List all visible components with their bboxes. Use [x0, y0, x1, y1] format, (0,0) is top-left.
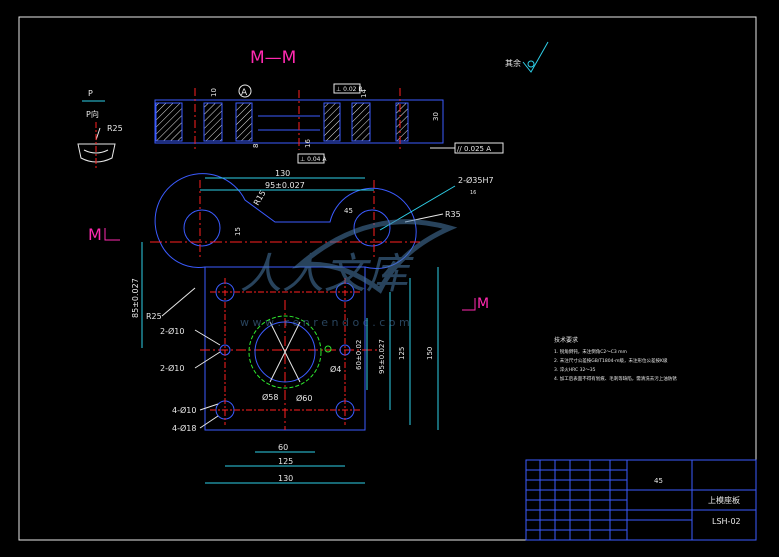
- svg-text:130: 130: [275, 169, 290, 178]
- section-title: M—M: [250, 48, 296, 68]
- svg-text:P: P: [88, 89, 93, 98]
- svg-text:95±0.027: 95±0.027: [378, 339, 386, 374]
- svg-text:2-Ø10: 2-Ø10: [160, 326, 184, 336]
- svg-text:30: 30: [432, 112, 440, 121]
- roughness-note: 其余: [505, 41, 549, 73]
- svg-text:45: 45: [654, 477, 663, 485]
- svg-text:⊥ 0.02 B: ⊥ 0.02 B: [336, 86, 363, 93]
- svg-text:其余: 其余: [505, 58, 521, 68]
- title-block: 45 上模座板 LSH-02: [525, 459, 757, 541]
- svg-text:4. 加工后表面不得有划痕、毛刺等缺陷，需清洗去污上油防锈: 4. 加工后表面不得有划痕、毛刺等缺陷，需清洗去污上油防锈: [554, 375, 677, 382]
- svg-text:M: M: [88, 225, 102, 244]
- svg-text:R25: R25: [107, 124, 123, 133]
- section-marker-left: M: [88, 225, 120, 244]
- svg-text:⊥ 0.04 A: ⊥ 0.04 A: [300, 156, 327, 163]
- svg-text:2-Ø35H7: 2-Ø35H7: [458, 175, 494, 185]
- svg-text:Ø58: Ø58: [262, 392, 278, 402]
- svg-text:2-Ø10: 2-Ø10: [160, 363, 184, 373]
- svg-text:130: 130: [278, 474, 293, 483]
- svg-text:// 0.025 A: // 0.025 A: [457, 145, 491, 153]
- svg-text:85±0.027: 85±0.027: [131, 278, 140, 318]
- section-view: A 10 8 16 30 14 ⊥ 0.02 B ⊥ 0.04 A // 0.0…: [154, 83, 504, 164]
- svg-text:8: 8: [252, 144, 260, 148]
- svg-text:技术要求: 技术要求: [554, 336, 578, 344]
- svg-text:人人文库: 人人文库: [240, 249, 414, 298]
- detail-p-view: P P向 R25: [77, 89, 123, 170]
- svg-text:M: M: [477, 296, 489, 312]
- svg-text:R35: R35: [445, 210, 461, 219]
- technical-notes: 技术要求 1. 锐角倒钝，未注倒角C2～C3 mm 2. 未注尺寸公差按GB/T…: [554, 336, 677, 382]
- svg-text:LSH-02: LSH-02: [712, 517, 741, 526]
- svg-text:4-Ø18: 4-Ø18: [172, 423, 196, 433]
- svg-text:Ø4: Ø4: [330, 364, 341, 374]
- svg-text:60±0.02: 60±0.02: [355, 340, 363, 370]
- svg-text:125: 125: [398, 347, 406, 360]
- svg-text:125: 125: [278, 457, 293, 466]
- svg-text:R15: R15: [252, 189, 268, 207]
- svg-text:45: 45: [344, 207, 353, 215]
- svg-text:1. 锐角倒钝，未注倒角C2～C3 mm: 1. 锐角倒钝，未注倒角C2～C3 mm: [554, 348, 627, 355]
- svg-text:16: 16: [470, 190, 476, 196]
- svg-text:4-Ø10: 4-Ø10: [172, 405, 196, 415]
- svg-text:3. 淬火HRC 32～35: 3. 淬火HRC 32～35: [554, 366, 596, 373]
- svg-text:14: 14: [360, 89, 368, 98]
- svg-text:15: 15: [234, 227, 242, 236]
- svg-text:16: 16: [304, 139, 312, 148]
- svg-text:60: 60: [278, 443, 288, 452]
- plan-view: 130 95±0.027 R15 45 15 2-Ø35H7 16 R35 85…: [131, 169, 494, 484]
- svg-text:2. 未注尺寸公差按GB/T1804-m级，未注形位公差按K: 2. 未注尺寸公差按GB/T1804-m级，未注形位公差按K级: [554, 357, 668, 364]
- section-marker-right: M: [462, 296, 489, 312]
- watermark: 人人文库 w w w . r e n r e n d o c . c o m: [240, 219, 458, 329]
- svg-text:上模座板: 上模座板: [708, 495, 740, 505]
- svg-text:R25: R25: [146, 312, 162, 321]
- drawing-frame: [18, 16, 757, 541]
- svg-text:P向: P向: [86, 109, 99, 119]
- svg-text:150: 150: [426, 347, 434, 360]
- svg-text:95±0.027: 95±0.027: [265, 181, 305, 190]
- svg-text:10: 10: [210, 88, 218, 97]
- svg-text:w w w . r e n r e n d o c . c: w w w . r e n r e n d o c . c o m: [240, 316, 410, 329]
- svg-text:Ø60: Ø60: [296, 393, 312, 403]
- svg-text:A: A: [241, 88, 248, 98]
